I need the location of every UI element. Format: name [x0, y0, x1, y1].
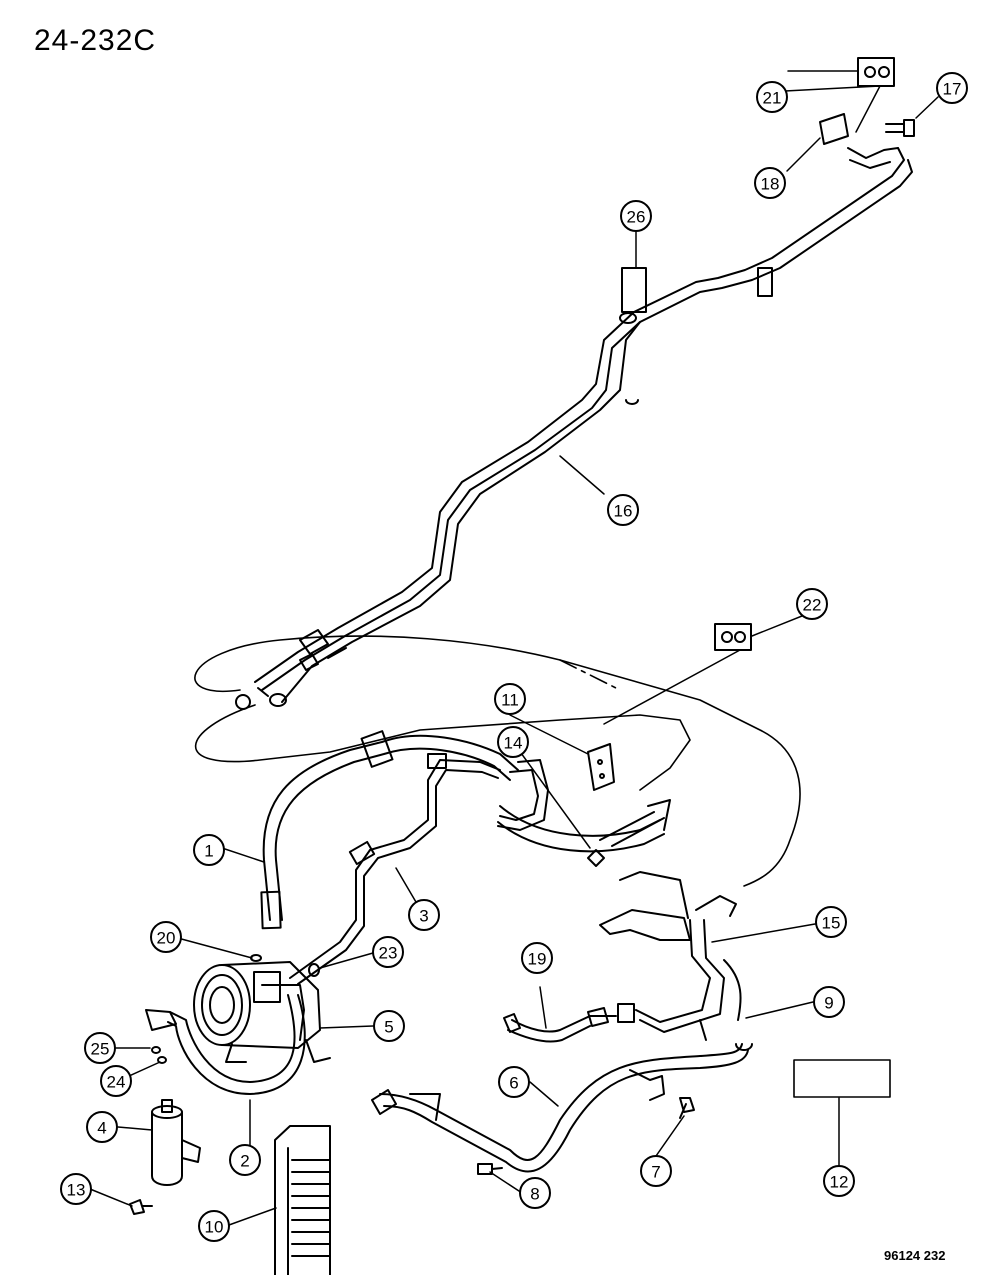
callout-circle: [640, 1155, 672, 1187]
callout-number: 17: [943, 80, 962, 99]
callout-number: 22: [803, 596, 822, 615]
callout-4: 4: [86, 1111, 118, 1143]
callout-circle: [754, 167, 786, 199]
callout-number: 16: [614, 502, 633, 521]
compressor: [193, 961, 331, 1063]
callout-23: 23: [372, 936, 404, 968]
callout-circle: [372, 936, 404, 968]
callout-circle: [498, 1066, 530, 1098]
callout-5: 5: [373, 1010, 405, 1042]
callout-number: 20: [157, 929, 176, 948]
callout-13: 13: [60, 1173, 92, 1205]
right-line-assembly: [599, 871, 742, 1041]
callout-21: 21: [756, 81, 788, 113]
callout-16: 16: [607, 494, 639, 526]
callout-circle: [519, 1177, 551, 1209]
callout-circle: [815, 906, 847, 938]
callout-circle: [497, 726, 529, 758]
callout-circle: [408, 899, 440, 931]
callout-circle: [823, 1165, 855, 1197]
callout-15: 15: [815, 906, 847, 938]
callout-number: 6: [509, 1074, 518, 1093]
callout-circle: [607, 494, 639, 526]
callout-18: 18: [754, 167, 786, 199]
callout-circle: [796, 588, 828, 620]
callout-group: 1234567891011121314151617181920212223242…: [60, 72, 968, 1242]
callout-17: 17: [936, 72, 968, 104]
callout-number: 23: [379, 944, 398, 963]
leader-lines: [89, 70, 939, 1226]
rear-line-assembly: [235, 147, 913, 710]
callout-10: 10: [198, 1210, 230, 1242]
callout-circle: [193, 834, 225, 866]
callout-2: 2: [229, 1144, 261, 1176]
callout-9: 9: [813, 986, 845, 1018]
callout-circle: [100, 1065, 132, 1097]
callout-6: 6: [498, 1066, 530, 1098]
discharge-line: [260, 730, 671, 930]
receiver-drier: [151, 1099, 201, 1186]
suction-line: [145, 994, 306, 1095]
label-box: [793, 1059, 891, 1098]
callout-number: 3: [419, 907, 428, 926]
callout-circle: [373, 1010, 405, 1042]
callout-number: 25: [91, 1040, 110, 1059]
callout-14: 14: [497, 726, 529, 758]
hose-outline-loop: [194, 635, 801, 887]
callout-8: 8: [519, 1177, 551, 1209]
seal-gasket-22: [714, 623, 752, 651]
callout-number: 14: [504, 734, 523, 753]
callout-24: 24: [100, 1065, 132, 1097]
callout-number: 13: [67, 1181, 86, 1200]
seal-gasket-21: [857, 57, 895, 87]
front-line: [371, 1043, 753, 1173]
callout-22: 22: [796, 588, 828, 620]
callout-number: 4: [97, 1119, 106, 1138]
callout-number: 26: [627, 208, 646, 227]
condenser: [274, 1125, 331, 1275]
callout-19: 19: [521, 942, 553, 974]
callout-number: 8: [530, 1185, 539, 1204]
callout-circle: [756, 81, 788, 113]
liquid-line: [289, 753, 501, 985]
callout-number: 18: [761, 175, 780, 194]
callout-11: 11: [494, 683, 526, 715]
callout-number: 12: [830, 1173, 849, 1192]
callout-1: 1: [193, 834, 225, 866]
callout-circle: [198, 1210, 230, 1242]
figure-code: 96124 232: [884, 1248, 946, 1263]
expansion-valve: [587, 743, 615, 867]
callout-circle: [150, 921, 182, 953]
callout-circle: [86, 1111, 118, 1143]
callout-number: 9: [824, 994, 833, 1013]
sensor-wire: [503, 1007, 617, 1043]
callout-12: 12: [823, 1165, 855, 1197]
callout-circle: [229, 1144, 261, 1176]
callout-number: 7: [651, 1163, 660, 1182]
callout-number: 5: [384, 1018, 393, 1037]
callout-number: 19: [528, 950, 547, 969]
callout-number: 11: [501, 691, 519, 710]
callout-circle: [494, 683, 526, 715]
callout-number: 24: [107, 1073, 126, 1092]
callout-20: 20: [150, 921, 182, 953]
callout-number: 21: [763, 89, 782, 108]
callout-number: 1: [204, 842, 213, 861]
callout-3: 3: [408, 899, 440, 931]
callout-circle: [620, 200, 652, 232]
callout-number: 2: [240, 1152, 249, 1171]
callout-26: 26: [620, 200, 652, 232]
callout-circle: [84, 1032, 116, 1064]
callout-circle: [936, 72, 968, 104]
callout-circle: [521, 942, 553, 974]
callout-number: 10: [205, 1218, 224, 1237]
callout-7: 7: [640, 1155, 672, 1187]
callout-number: 15: [822, 914, 841, 933]
page-code: 24-232C: [34, 24, 157, 57]
callout-circle: [813, 986, 845, 1018]
fasteners: [129, 113, 915, 1215]
callout-25: 25: [84, 1032, 116, 1064]
callout-circle: [60, 1173, 92, 1205]
